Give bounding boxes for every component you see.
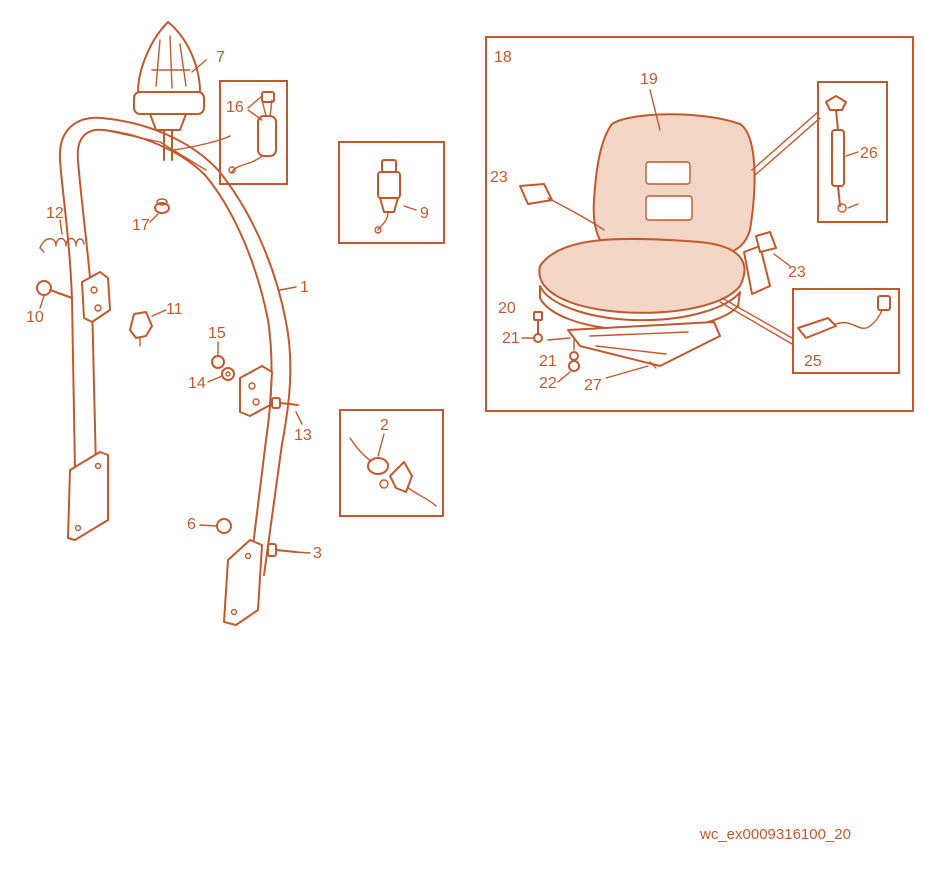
label-27: 27 [584, 377, 602, 394]
label-3: 3 [313, 545, 322, 562]
roll-bar [58, 116, 292, 626]
seat-switch-box [792, 288, 900, 374]
label-6: 6 [187, 516, 196, 533]
switch-box [219, 80, 288, 185]
label-15: 15 [208, 325, 226, 342]
label-19: 19 [640, 71, 658, 88]
label-7: 7 [216, 49, 225, 66]
label-12: 12 [46, 205, 64, 222]
label-17: 17 [132, 217, 150, 234]
pin [36, 280, 73, 299]
knob [129, 309, 167, 347]
part-labels: 1 2 3 6 7 9 10 11 12 13 14 15 16 17 18 1… [26, 49, 878, 562]
grommet [154, 198, 170, 214]
label-23a: 23 [490, 169, 508, 186]
label-13: 13 [294, 427, 312, 444]
label-21a: 21 [502, 330, 520, 347]
drawing-code: wc_ex0009316100_20 [700, 826, 851, 843]
nuts-washers [211, 355, 235, 534]
plug-box [339, 409, 444, 517]
label-18: 18 [494, 49, 512, 66]
spring [39, 219, 85, 253]
label-20: 20 [498, 300, 516, 317]
label-23b: 23 [788, 264, 806, 281]
label-26: 26 [860, 145, 878, 162]
label-9: 9 [420, 205, 429, 222]
connector-box [338, 141, 445, 244]
label-1: 1 [300, 279, 309, 296]
label-16: 16 [226, 99, 244, 116]
label-22: 22 [539, 375, 557, 392]
label-11: 11 [166, 301, 183, 318]
gas-spring-box [817, 81, 888, 223]
bolts [267, 397, 299, 557]
label-2: 2 [380, 417, 389, 434]
label-21b: 21 [539, 353, 557, 370]
label-25: 25 [804, 353, 822, 370]
label-14: 14 [188, 375, 206, 392]
beacon-lamp [133, 21, 231, 161]
seat-assembly-box [485, 36, 914, 412]
label-10: 10 [26, 309, 44, 326]
